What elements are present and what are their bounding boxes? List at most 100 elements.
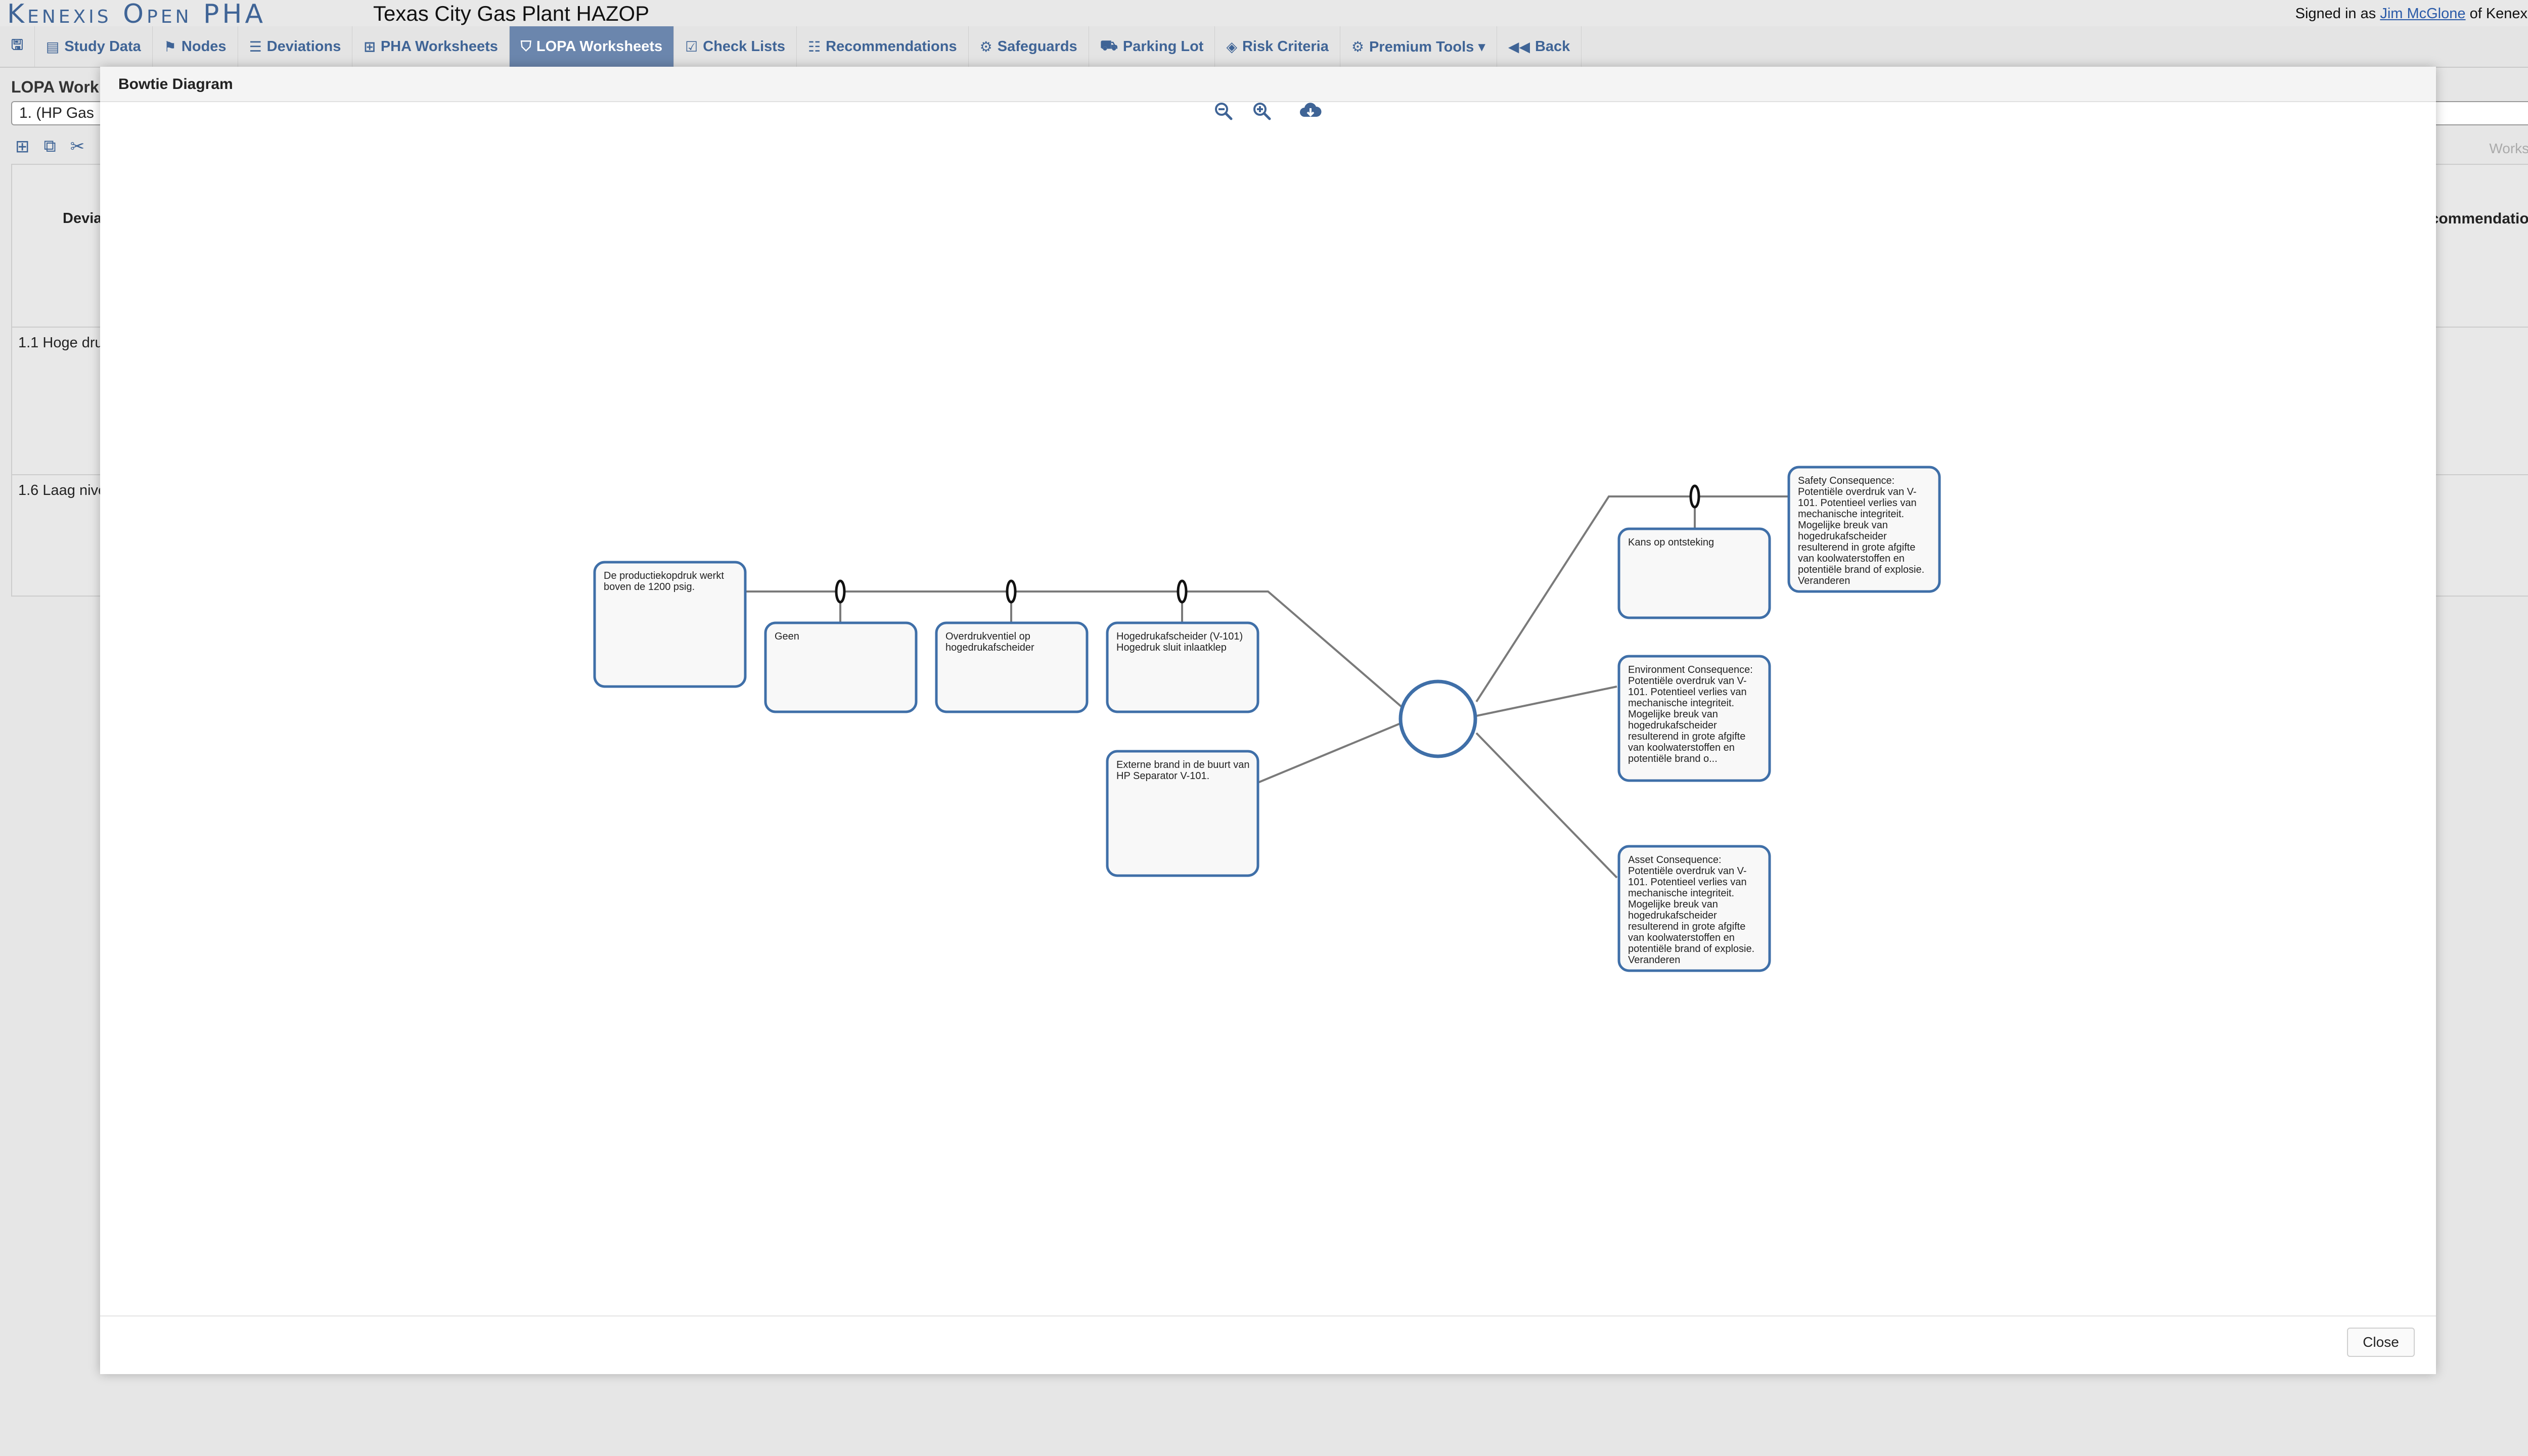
cause-node-2-text: Externe brand in de buurt van HP Separat… <box>1116 759 1250 782</box>
bowtie-dialog: Bowtie Diagram <box>100 67 2436 1374</box>
nav-item-save[interactable]: 🖫 <box>0 26 35 67</box>
pha-worksheets-icon: ⊞ <box>364 38 376 55</box>
lopa-worksheets-icon: ⛉ <box>520 38 531 54</box>
cut-icon[interactable]: ✂ <box>70 137 85 156</box>
premium-tools-icon: ⚙ <box>1351 38 1364 55</box>
save-icon: 🖫 <box>11 37 23 53</box>
study-title: Texas City Gas Plant HAZOP <box>373 2 650 25</box>
nav-item-study-data[interactable]: ▤Study Data <box>35 26 153 67</box>
safety-consequence-node[interactable] <box>1787 466 1941 593</box>
safety-consequence-node-text-area: Safety Consequence: Potentiële overdruk … <box>1798 475 1925 586</box>
environment-consequence-node[interactable] <box>1617 655 1771 782</box>
safeguard-node-text-area: Overdrukventiel op hogedrukafscheider <box>945 631 1034 653</box>
worksheet-toolbar: ⊞ ⧉ ✂ <box>15 136 84 157</box>
zoom-in-button[interactable] <box>1251 100 1273 122</box>
nav-item-recommendations[interactable]: ☷ Recommendations <box>797 26 969 67</box>
safety-consequence-node-text: Safety Consequence: Potentiële overdruk … <box>1798 475 1925 586</box>
recommendations-icon: ☷ <box>808 38 821 55</box>
cause-node-2-text-area: Externe brand in de buurt van HP Separat… <box>1116 759 1250 782</box>
safeguard-node-text-area: Geen <box>775 631 799 642</box>
signed-in-info: Signed in as Jim McGlone of Kenexis <box>2295 5 2528 22</box>
add-row-icon[interactable]: ⊞ <box>15 137 30 156</box>
nav-item-risk-criteria[interactable]: ◈ Risk Criteria <box>1215 26 1340 67</box>
safety-consequence-line <box>1475 495 1788 703</box>
row-deviation: 1.1 Hoge dru <box>18 335 103 351</box>
cause-threat-line <box>745 590 1403 708</box>
brand-logo: Kenexis Open PHA <box>7 0 266 29</box>
safeguard-node[interactable] <box>764 621 918 713</box>
nav-item-nodes[interactable]: ⚑Nodes <box>153 26 238 67</box>
nav-item-label: Parking Lot <box>1122 38 1204 55</box>
barrier-marker <box>1689 484 1700 509</box>
column-header-deviation: Devia <box>63 210 102 226</box>
environment-consequence-node-text: Environment Consequence: Potentiële over… <box>1628 664 1753 764</box>
top-event-node[interactable] <box>1398 679 1477 758</box>
org-text: of Kenexis <box>2469 6 2528 22</box>
nav-item-label: LOPA Worksheets <box>536 38 663 55</box>
ignition-node[interactable] <box>1617 527 1771 619</box>
copy-icon[interactable]: ⧉ <box>43 136 56 156</box>
back-icon: ◀◀ <box>1508 38 1530 55</box>
zoom-out-icon <box>1215 103 1233 120</box>
nav-item-label: Back <box>1534 38 1570 55</box>
nav-item-premium-tools[interactable]: ⚙ Premium Tools ▾ <box>1340 26 1497 67</box>
check-lists-icon: ☑ <box>685 38 698 55</box>
nav-item-label: Study Data <box>64 38 141 55</box>
nav-item-label: Check Lists <box>703 38 786 55</box>
safeguard-node[interactable] <box>935 621 1089 713</box>
safeguard-node-text: Hogedrukafscheider (V-101) Hogedruk slui… <box>1116 631 1243 653</box>
nav-item-back[interactable]: ◀◀Back <box>1497 26 1582 67</box>
diagram-toolbar <box>1212 100 1322 122</box>
barrier-marker <box>1006 579 1017 604</box>
cause2-threat-line <box>1257 722 1402 784</box>
worksheet-search[interactable]: Worksheet... <box>2489 141 2528 156</box>
dialog-titlebar: Bowtie Diagram <box>100 67 2436 102</box>
user-link[interactable]: Jim McGlone <box>2380 6 2466 22</box>
page-title: LOPA Work <box>11 78 99 96</box>
dialog-footer: Close <box>100 1315 2436 1374</box>
parking-lot-icon: ⛟ <box>1100 37 1118 53</box>
study-data-icon: ▤ <box>46 38 60 55</box>
asset-consequence-node[interactable] <box>1617 845 1771 972</box>
nav-item-label: Recommendations <box>826 38 957 55</box>
asset-consequence-node-text-area: Asset Consequence: Potentiële overdruk v… <box>1628 854 1755 966</box>
nav-item-lopa-worksheets[interactable]: ⛉ LOPA Worksheets <box>509 26 674 67</box>
nav-item-deviations[interactable]: ☰Deviations <box>238 26 353 67</box>
nav-item-safeguards[interactable]: ⚙Safeguards <box>969 26 1089 67</box>
barrier-marker <box>1177 579 1188 604</box>
download-button[interactable] <box>1299 100 1322 122</box>
close-button[interactable]: Close <box>2347 1328 2415 1357</box>
nav-item-pha-worksheets[interactable]: ⊞PHA Worksheets <box>352 26 510 67</box>
asset-consequence-node-text: Asset Consequence: Potentiële overdruk v… <box>1628 854 1755 966</box>
zoom-out-button[interactable] <box>1212 100 1235 122</box>
ignition-node-text: Kans op ontsteking <box>1628 537 1714 548</box>
environment-consequence-node-text-area: Environment Consequence: Potentiële over… <box>1628 664 1753 764</box>
signed-in-prefix: Signed in as <box>2295 6 2376 22</box>
nodes-icon: ⚑ <box>163 38 176 55</box>
dialog-title: Bowtie Diagram <box>118 76 233 93</box>
cause-node-text-area: De productiekopdruk werkt boven de 1200 … <box>604 570 724 593</box>
main-nav: 🖫▤Study Data⚑Nodes☰Deviations⊞PHA Worksh… <box>0 26 2528 68</box>
row-deviation: 1.6 Laag nive <box>18 482 107 498</box>
safeguard-node[interactable] <box>1106 621 1259 713</box>
nav-item-parking-lot[interactable]: ⛟Parking Lot <box>1089 26 1215 67</box>
nav-item-label: Premium Tools ▾ <box>1369 38 1485 55</box>
safeguard-node-text: Geen <box>775 631 799 642</box>
asset-consequence-line <box>1475 732 1618 879</box>
nav-item-check-lists[interactable]: ☑ Check Lists <box>674 26 797 67</box>
risk-criteria-icon: ◈ <box>1226 38 1237 55</box>
nav-item-label: PHA Worksheets <box>380 38 498 55</box>
bowtie-diagram: De productiekopdruk werkt boven de 1200 … <box>593 466 1941 972</box>
safeguard-node-text-area: Hogedrukafscheider (V-101) Hogedruk slui… <box>1116 631 1243 653</box>
app-header: Kenexis Open PHA Texas City Gas Plant HA… <box>0 0 2528 29</box>
environment-consequence-line <box>1476 686 1617 717</box>
safeguards-icon: ⚙ <box>979 38 992 55</box>
cause-node-2[interactable] <box>1106 750 1259 877</box>
nav-item-label: Risk Criteria <box>1242 38 1329 55</box>
cause-node[interactable] <box>593 561 747 688</box>
ignition-node-text-area: Kans op ontsteking <box>1628 537 1714 548</box>
node-select-value: 1. (HP Gas <box>19 105 94 121</box>
barrier-marker <box>835 579 846 604</box>
nav-item-label: Deviations <box>266 38 341 55</box>
deviations-icon: ☰ <box>249 38 262 55</box>
